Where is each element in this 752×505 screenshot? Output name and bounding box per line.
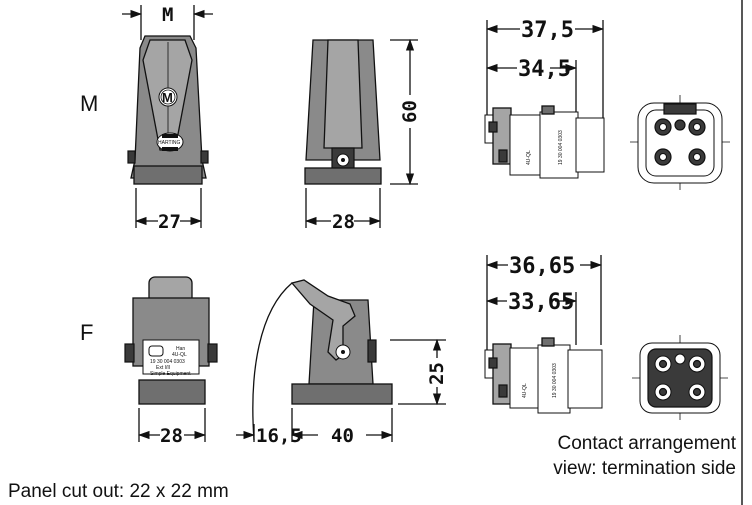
dim-f-insert-inner: 33,65: [508, 290, 574, 315]
row-label-f: F: [80, 320, 93, 345]
dim-f-lever-offset: 16,5: [256, 425, 302, 447]
dim-m-height: 60: [399, 100, 421, 123]
dim-f-front-width: 28: [160, 425, 183, 447]
m-insert-marking-1: 4U-QL: [526, 150, 532, 165]
m-contact-arrangement: [630, 95, 730, 190]
f-insert-marking-2: 19 30 004 0303: [552, 363, 558, 398]
f-contact-arrangement: [632, 335, 728, 420]
dim-m-insert-outer: 37,5: [521, 18, 574, 43]
f-plate-line4: Ext I/II: [156, 365, 170, 371]
dim-m-front-width: 27: [158, 211, 181, 233]
m-insert-side-view: 37,5 34,5 4U-QL 19 30 004 0303: [484, 18, 605, 179]
m-side-view: 60 28: [304, 38, 421, 233]
m-logo-letter: M: [162, 90, 173, 105]
f-plate-line3: 19 30 004 0303: [150, 359, 185, 365]
f-insert-side-view: 36,65 33,65 4U-QL 19 30 004 0303: [484, 254, 603, 414]
dim-m-insert-inner: 34,5: [518, 57, 571, 82]
f-plate-line1: Han: [176, 346, 185, 352]
panel-cutout-note: Panel cut out: 22 x 22 mm: [8, 481, 229, 502]
m-insert-marking-2: 19 30 004 0303: [558, 130, 564, 165]
f-insert-marking-1: 4U-QL: [522, 383, 528, 398]
caption-line-2: view: termination side: [553, 458, 736, 479]
dim-f-insert-outer: 36,65: [509, 254, 575, 279]
dim-m-side-width: 28: [332, 211, 355, 233]
f-plate-line5: Simple Equipment: [150, 371, 191, 377]
brand-badge: HARTING: [158, 140, 181, 146]
dim-m-top: M: [162, 4, 173, 26]
f-plate-line2: 4U-QL: [172, 352, 187, 358]
row-label-m: M: [80, 91, 98, 116]
m-front-view: M M HARTING 27: [122, 4, 213, 233]
f-front-view: Han 4U-QL 19 30 004 0303 Ext I/II Simple…: [124, 276, 218, 447]
f-side-view: 25 16,5 40: [236, 279, 448, 447]
dim-f-height: 25: [426, 362, 448, 385]
dim-f-base-width: 40: [331, 425, 354, 447]
caption-line-1: Contact arrangement: [558, 433, 737, 454]
